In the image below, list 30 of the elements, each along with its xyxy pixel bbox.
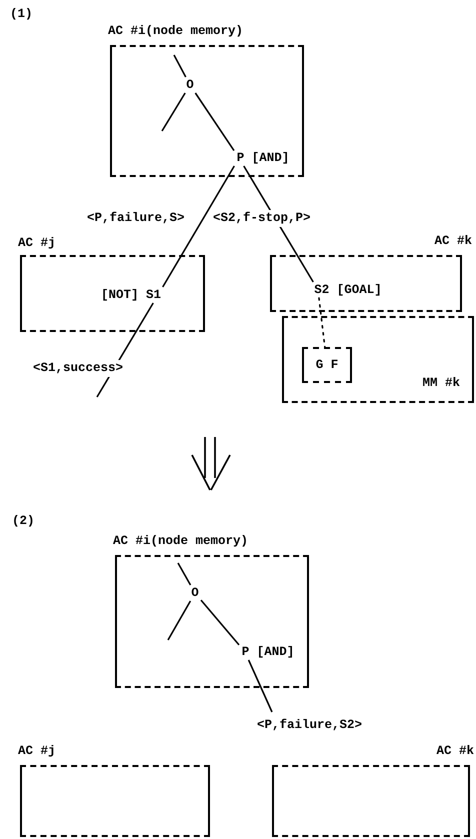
box-title: MM #k [422,375,460,392]
box-title: AC #i(node memory) [113,535,248,548]
box-title: AC #j [18,745,56,758]
memory-box [282,316,474,403]
connector-line [194,92,235,151]
panel-number: (2) [12,515,35,528]
edge-label: <S2,f-stop,P> [212,210,312,226]
connector-line [248,660,273,712]
edge-label: <S1,success> [32,360,124,376]
edge-label: <P,failure,S2> [256,717,364,734]
node-text: O [184,77,196,93]
connector-line [177,562,192,586]
box-title: AC #j [18,237,56,250]
node-text: P [AND] [234,150,292,166]
connector-line [200,600,240,646]
box-title: AC #k [436,745,474,758]
node-text: O [189,585,201,601]
box-title: AC #k [434,235,472,248]
panel-number: (1) [10,8,33,20]
box-title: AC #i(node memory) [108,25,244,38]
connector-line [161,92,186,132]
node-text: [NOT] S1 [98,287,164,303]
node-text: P [AND] [239,644,297,660]
edge-label: <P,failure,S> [86,210,186,226]
connector-line [173,54,186,78]
pattern-box: G F [302,347,352,383]
node-text: S2 [GOAL] [312,282,384,298]
connector-line [167,600,192,640]
connector-line [162,166,235,288]
connector-line [318,297,326,348]
